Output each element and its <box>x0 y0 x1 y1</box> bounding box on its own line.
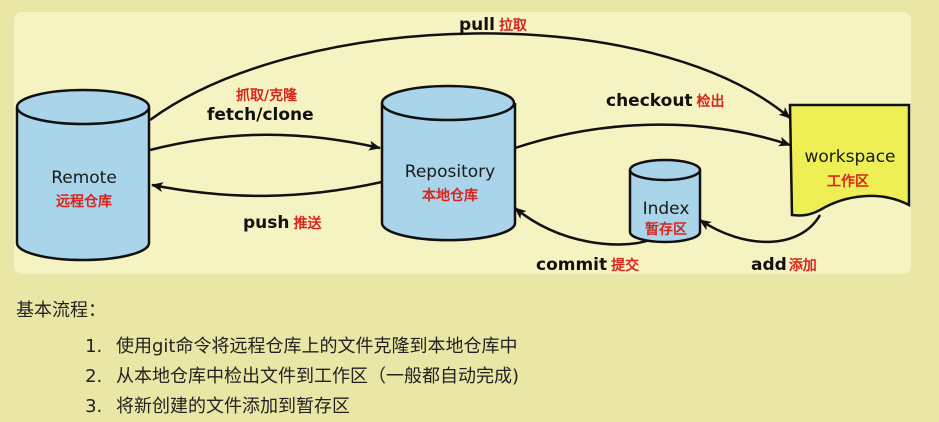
add-arrow <box>699 214 822 244</box>
index-label-cn: 暂存区 <box>645 221 687 238</box>
remote-node: Remote 远程仓库 <box>15 88 151 262</box>
workspace-label-cn: 工作区 <box>827 173 869 190</box>
workspace-label: workspace <box>804 147 895 167</box>
index-label: Index <box>643 199 690 219</box>
workspace-node: workspace 工作区 <box>788 103 911 217</box>
commit-arrow <box>514 207 651 246</box>
pull-arrow <box>149 32 791 122</box>
remote-label: Remote <box>51 168 117 188</box>
process-notes: 基本流程： 使用git命令将远程仓库上的文件克隆到本地仓库中 从本地仓库中检出文… <box>16 296 916 422</box>
steps-list: 使用git命令将远程仓库上的文件克隆到本地仓库中 从本地仓库中检出文件到工作区（… <box>16 332 916 422</box>
git-workflow-diagram: Remote 远程仓库 Repository 本地仓库 Index 暂存区 wo… <box>14 12 911 275</box>
fetch-label-cn: 抓取/克隆 <box>236 87 298 104</box>
notes-heading: 基本流程： <box>16 300 106 321</box>
fetch-arrow <box>149 133 381 152</box>
checkout-arrow <box>514 123 791 150</box>
fetch-label: fetch/clone <box>207 105 314 125</box>
repository-label: Repository <box>405 162 495 182</box>
repository-node: Repository 本地仓库 <box>380 84 517 242</box>
step-item: 从本地仓库中检出文件到工作区（一般都自动完成) <box>108 362 916 392</box>
index-node: Index 暂存区 <box>628 158 702 244</box>
step-item: 使用git命令将远程仓库上的文件克隆到本地仓库中 <box>108 332 916 362</box>
repository-label-cn: 本地仓库 <box>422 187 478 204</box>
step-item: 将新创建的文件添加到暂存区 <box>108 392 916 422</box>
push-arrow <box>151 180 383 198</box>
remote-label-cn: 远程仓库 <box>56 193 112 210</box>
